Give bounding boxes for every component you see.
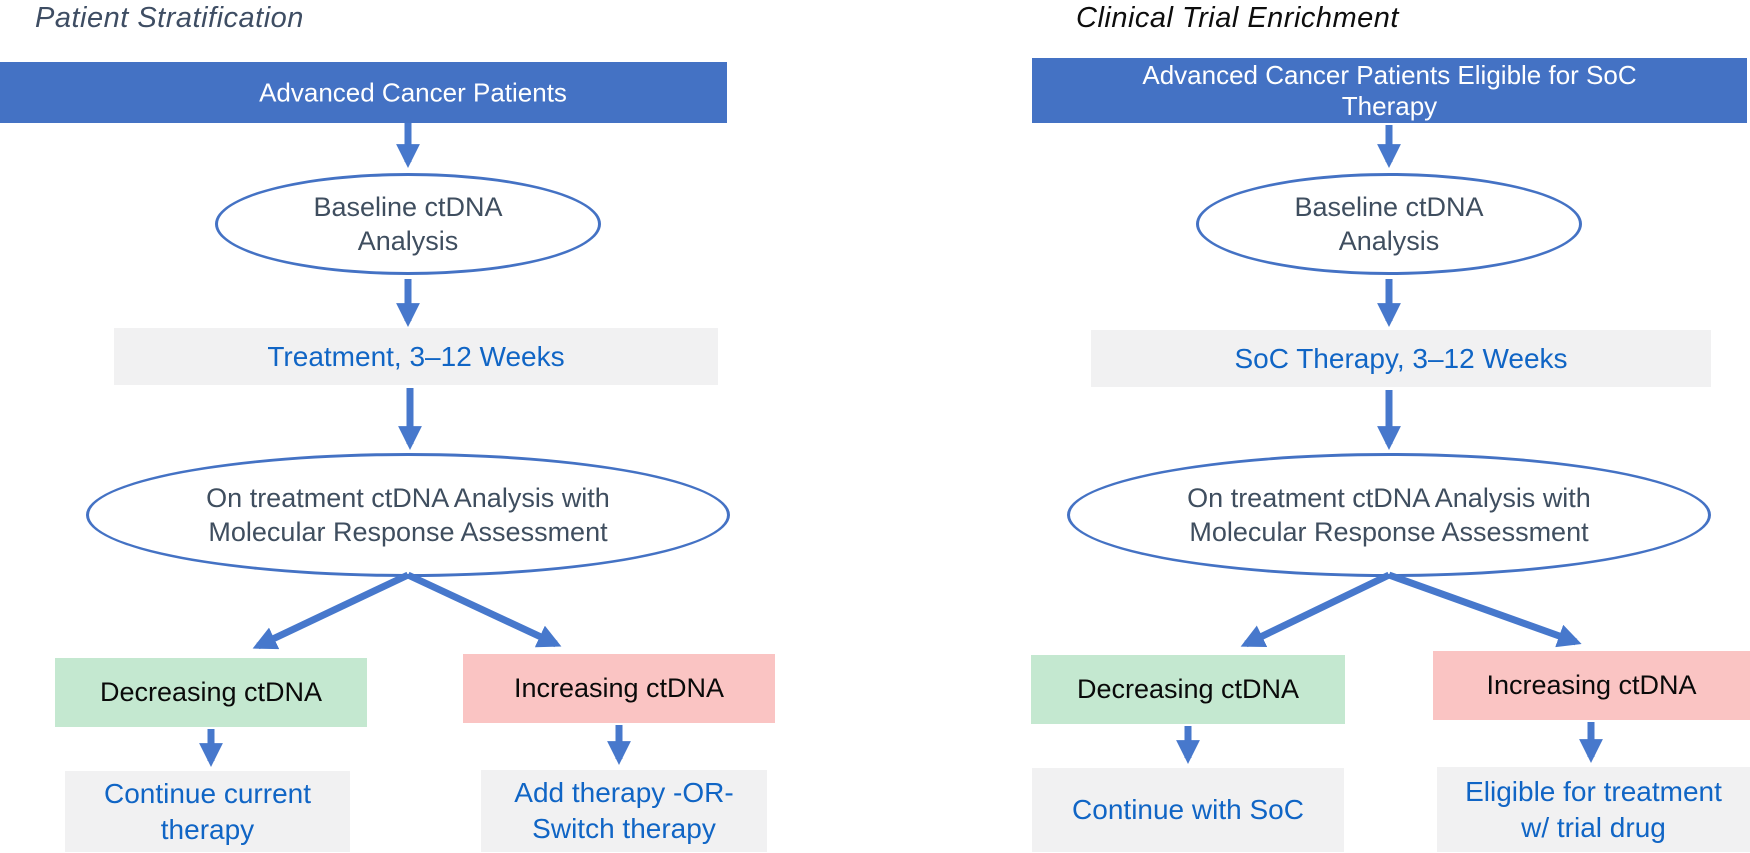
left-decreasing-outcome-box: Continue current therapy	[65, 771, 350, 852]
left-treatment-box: Treatment, 3–12 Weeks	[114, 328, 718, 385]
right-increasing-outcome-box: Eligible for treatment w/ trial drug	[1437, 767, 1750, 852]
arrow-right-branch-decreasing	[1240, 571, 1391, 648]
right-panel-title: Clinical Trial Enrichment	[1076, 2, 1399, 34]
left-decreasing-ctdna-box: Decreasing ctDNA	[55, 658, 367, 727]
arrow-left-branch-increasing	[406, 571, 562, 648]
right-increasing-ctdna-box: Increasing ctDNA	[1433, 651, 1750, 720]
right-baseline-ctdna-ellipse: Baseline ctDNA Analysis	[1196, 173, 1582, 275]
right-header-box: Advanced Cancer Patients Eligible for So…	[1032, 58, 1747, 123]
left-increasing-ctdna-box: Increasing ctDNA	[463, 654, 775, 723]
left-panel-title: Patient Stratification	[35, 2, 304, 34]
right-soc-therapy-box: SoC Therapy, 3–12 Weeks	[1091, 330, 1711, 387]
left-increasing-outcome-box: Add therapy -OR- Switch therapy	[481, 770, 767, 852]
left-baseline-ctdna-ellipse: Baseline ctDNA Analysis	[215, 173, 601, 275]
arrow-left-branch-decreasing	[252, 571, 410, 650]
right-response-ellipse: On treatment ctDNA Analysis with Molecul…	[1067, 453, 1711, 577]
right-decreasing-ctdna-box: Decreasing ctDNA	[1031, 655, 1345, 724]
arrow-right-branch-increasing	[1387, 571, 1582, 648]
left-header-box: Advanced Cancer Patients	[0, 62, 727, 123]
right-decreasing-outcome-box: Continue with SoC	[1032, 768, 1344, 852]
left-response-ellipse: On treatment ctDNA Analysis with Molecul…	[86, 453, 730, 577]
left-header-label: Advanced Cancer Patients	[259, 77, 567, 107]
